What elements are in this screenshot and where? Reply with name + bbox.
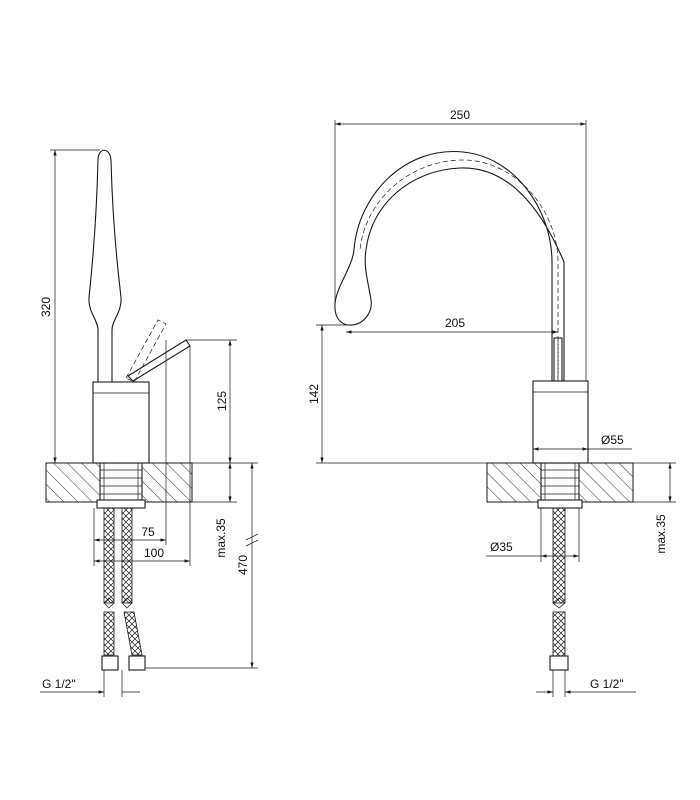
dim-left-max: max.35 — [192, 463, 237, 558]
dim-right-max-label: max.35 — [654, 514, 668, 554]
hose-fitting-left-b — [128, 655, 146, 671]
spout-front — [334, 150, 565, 381]
lever-side-alt — [125, 319, 167, 383]
dim-body-diameter: Ø55 — [533, 433, 632, 451]
mounting-shank-left — [99, 462, 143, 503]
dim-spout-reach: 205 — [346, 316, 558, 334]
shank-nut-left — [96, 499, 146, 509]
dim-35-label: Ø35 — [490, 540, 513, 554]
dim-lever-height: 125 — [186, 339, 237, 463]
dim-250-label: 250 — [450, 108, 470, 122]
dim-right-max: max.35 — [633, 462, 676, 554]
dim-left-thread: G 1/2" — [40, 670, 140, 697]
dim-320-label: 320 — [39, 297, 53, 317]
front-view: 250 205 142 Ø55 max.35 — [307, 108, 676, 697]
dim-spout-width: 250 — [334, 108, 587, 381]
dim-75-label: 75 — [141, 525, 155, 539]
dim-hose-length: 470 — [145, 462, 259, 669]
dim-470-label: 470 — [236, 555, 250, 575]
dim-left-height: 320 — [39, 149, 100, 463]
spout-side — [88, 149, 122, 383]
dim-shank-diameter: Ø35 — [486, 508, 580, 562]
dim-offset-100: 100 — [93, 346, 191, 566]
dim-right-thread-label: G 1/2" — [590, 677, 624, 691]
dim-125-label: 125 — [215, 391, 229, 411]
hoses-left — [101, 507, 146, 671]
dim-142-label: 142 — [307, 384, 321, 404]
shank-thread-right — [541, 463, 579, 502]
shank-thread-left — [100, 463, 142, 502]
spout-front-centerline — [359, 159, 559, 381]
dim-55-label: Ø55 — [601, 433, 624, 447]
dim-left-thread-label: G 1/2" — [42, 677, 76, 691]
dim-205-label: 205 — [445, 316, 465, 330]
dim-spout-height: 142 — [307, 324, 487, 464]
dim-left-max-label: max.35 — [214, 518, 228, 558]
hose-right — [549, 507, 569, 671]
dim-right-thread: G 1/2" — [536, 670, 636, 697]
side-view: 320 125 max.35 470 75 — [39, 149, 259, 697]
shank-nut-right — [537, 499, 583, 509]
dim-100-label: 100 — [144, 546, 164, 560]
lever-side — [127, 339, 191, 382]
faucet-body-side — [92, 381, 150, 464]
mounting-shank-right — [540, 462, 580, 503]
dim-offset-75: 75 — [93, 340, 167, 547]
faucet-body-front — [532, 380, 589, 464]
hose-fitting-left-a — [101, 655, 119, 671]
hose-fitting-right — [549, 655, 569, 671]
